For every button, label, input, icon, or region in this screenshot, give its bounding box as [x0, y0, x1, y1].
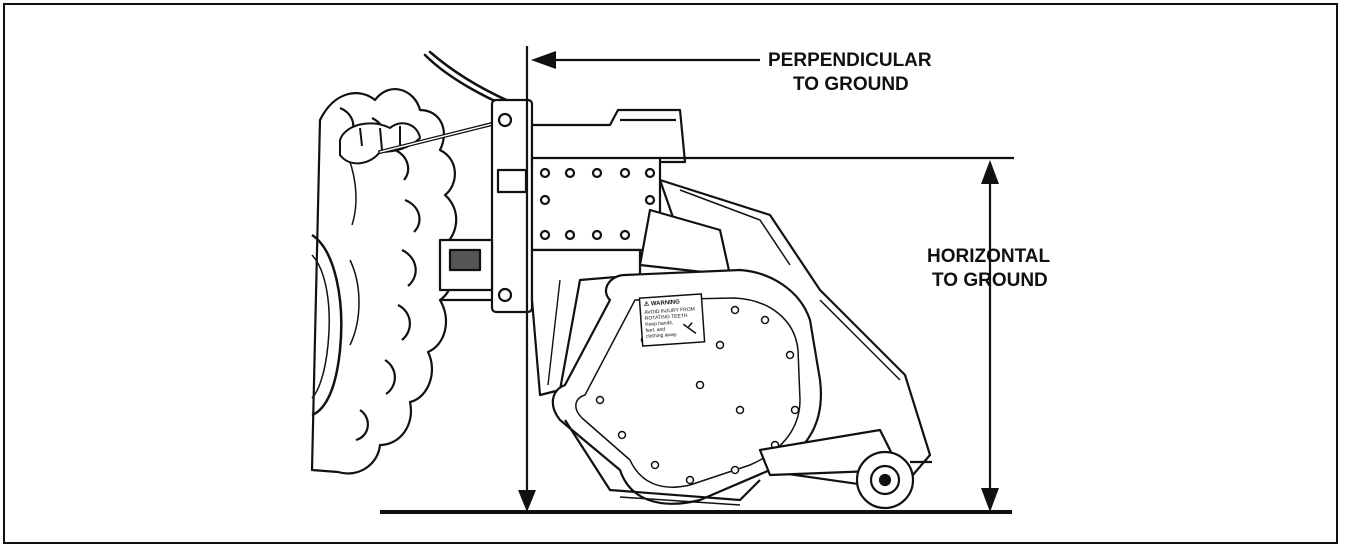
horizontal-down-arrow: [981, 488, 999, 512]
hand-hazard-icon: [682, 322, 697, 334]
perpendicular-label-line-2: TO GROUND: [793, 74, 909, 95]
horizontal-up-arrow: [981, 160, 999, 184]
horizontal-label-line-2: TO GROUND: [932, 270, 1048, 291]
perpendicular-label-line-1: PERPENDICULAR: [768, 50, 932, 71]
operator-hand: [339, 122, 421, 165]
tractor-tire: [310, 88, 458, 475]
perpendicular-down-arrow: [518, 490, 536, 512]
decal-line-3: Keep hands,: [645, 320, 673, 328]
decal-line-5: clothing away.: [646, 332, 678, 340]
decal-title: ⚠ WARNING: [644, 298, 681, 308]
decal-line-1: AVOID INJURY FROM: [644, 306, 695, 316]
decal-line-4: feet, and: [645, 326, 665, 333]
perpendicular-reference: [518, 46, 760, 512]
mounting-frame: [438, 98, 687, 397]
horizontal-reference: [660, 156, 1014, 512]
horizontal-label-line-1: HORIZONTAL: [927, 246, 1051, 267]
perpendicular-leader-arrow: [531, 51, 556, 69]
cutter-head: [551, 178, 932, 510]
decal-line-2: ROTATING TEETH: [645, 313, 688, 322]
warning-decal: ⚠ WARNING AVOID INJURY FROM ROTATING TEE…: [638, 293, 706, 347]
